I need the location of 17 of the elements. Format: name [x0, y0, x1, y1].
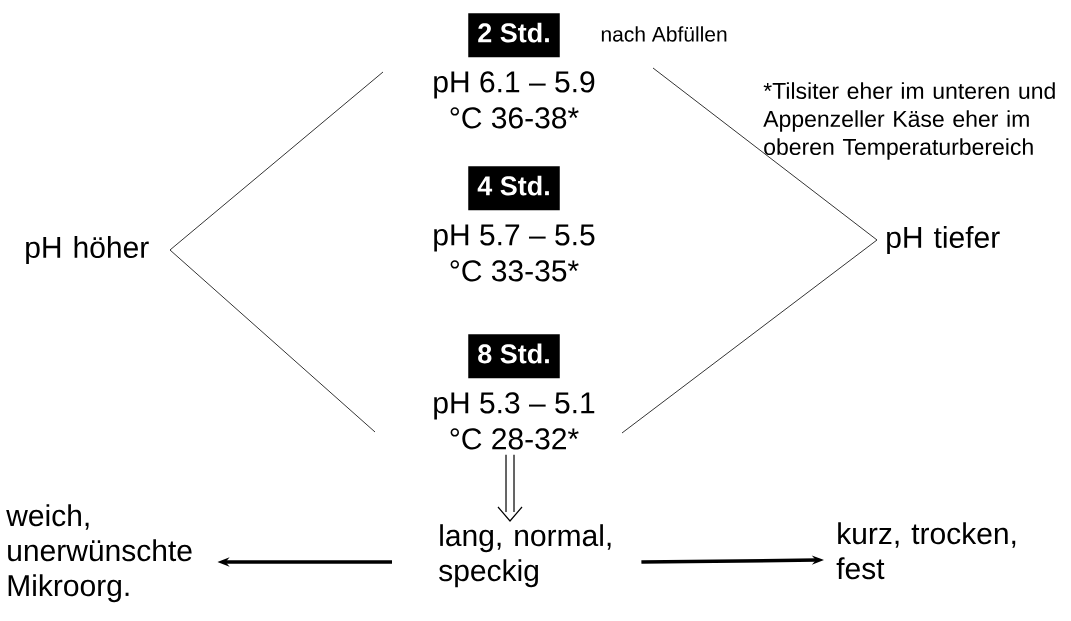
double-arrow — [497, 454, 523, 522]
outcome-text: pH tiefer — [887, 226, 1000, 254]
footnote-text: *Tilsiter eher im unteren und Appenzeller Käse eher im oberen Temperaturbereich — [763, 82, 1055, 160]
time-badge: 2 Std. — [468, 13, 560, 58]
outcome-text: kurz, trocken, fest — [836, 522, 1016, 580]
ph-range-text: pH 5.3 – 5.1 — [434, 392, 595, 420]
ph-range-text: pH 5.7 – 5.5 — [434, 224, 595, 252]
note-text: nach Abfüllen — [601, 26, 727, 42]
outcome-text: lang, normal, speckig — [439, 524, 611, 588]
ph-range-text: pH 6.1 – 5.9 — [434, 71, 595, 99]
outcome-text: pH höher — [26, 236, 149, 264]
time-badge: 8 Std. — [468, 334, 560, 379]
outcome-text: weich, unerwünschte Mikroorg. — [6, 504, 192, 603]
time-badge: 4 Std. — [468, 166, 560, 211]
temperature-text: °C 33-35* — [450, 260, 579, 282]
temperature-text: °C 28-32* — [450, 428, 579, 450]
temperature-text: °C 36-38* — [450, 107, 579, 129]
